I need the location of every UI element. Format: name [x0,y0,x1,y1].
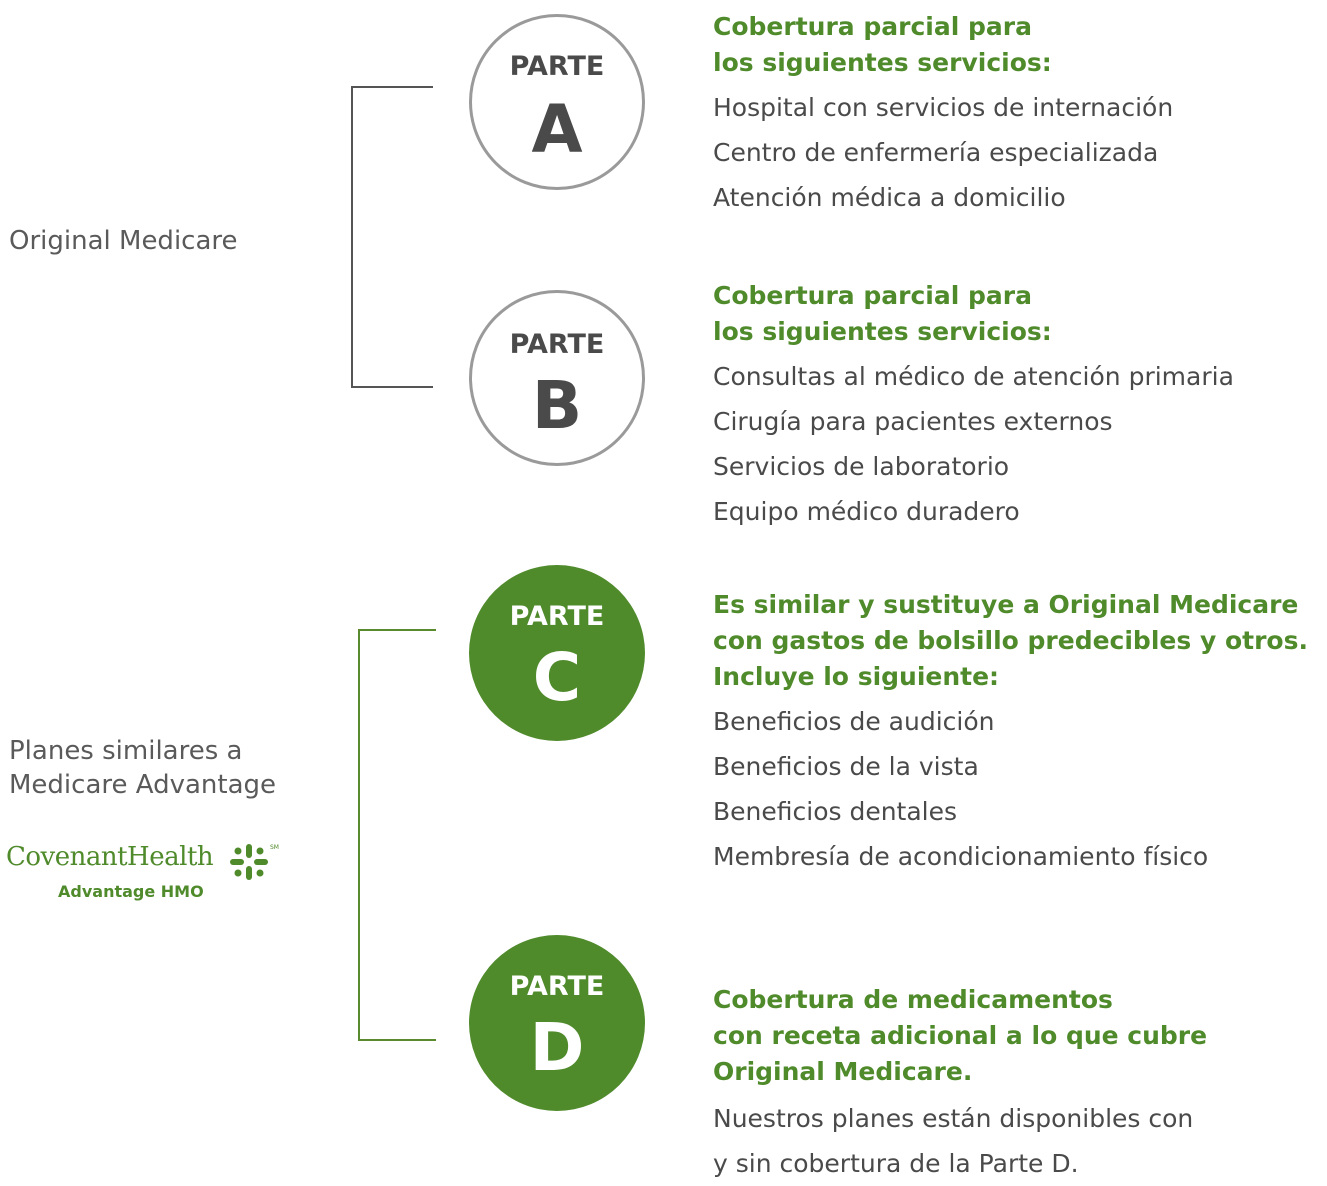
part-a-item: Hospital con servicios de internación [713,93,1174,122]
part-a-details: Cobertura parcial para los siguientes se… [713,9,1323,220]
bracket-advantage [358,629,436,1041]
bracket-original-medicare [351,86,433,388]
part-c-item: Beneficios de audición [713,707,995,736]
part-b-prefix: PARTE [509,329,605,360]
part-a-prefix: PARTE [509,51,605,82]
part-c-details: Es similar y sustituye a Original Medica… [713,587,1323,879]
service-mark: SM [270,844,279,851]
part-b-item: Cirugía para pacientes externos [713,407,1113,436]
part-d-prefix: PARTE [509,971,605,1002]
part-a-item: Centro de enfermería especializada [713,138,1159,167]
part-a-heading-line1: Cobertura parcial para [713,12,1032,41]
part-c-item: Beneficios de la vista [713,752,979,781]
part-d-heading-line3: Original Medicare. [713,1057,973,1086]
part-d-item: y sin cobertura de la Parte D. [713,1149,1079,1178]
part-b-item: Consultas al médico de atención primaria [713,362,1234,391]
cross-flower-icon: SM [230,844,279,880]
part-c-prefix: PARTE [509,601,605,632]
part-d-heading-line1: Cobertura de medicamentos [713,985,1113,1014]
part-d-item: Nuestros planes están disponibles con [713,1104,1194,1133]
part-d-circle: PARTE D [469,935,645,1111]
part-c-letter: C [532,639,582,716]
part-b-item: Equipo médico duradero [713,497,1020,526]
part-c-item: Membresía de acondicionamiento físico [713,842,1209,871]
covenant-health-logo: CovenantHealth SM Advantage HMO [6,838,279,908]
part-c-heading-line1: Es similar y sustituye a Original Medica… [713,590,1299,619]
group-label-advantage: Planes similares a Medicare Advantage [9,734,276,802]
group-label-advantage-line1: Planes similares a [9,736,243,766]
part-a-circle: PARTE A [469,14,645,190]
part-c-heading-line2: con gastos de bolsillo predecibles y otr… [713,626,1308,655]
part-b-details: Cobertura parcial para los siguientes se… [713,278,1323,534]
group-label-advantage-line2: Medicare Advantage [9,770,277,800]
group-label-original-medicare: Original Medicare [9,226,238,256]
part-d-letter: D [529,1009,585,1086]
part-a-letter: A [531,91,583,168]
logo-brand-text: CovenantHealth [6,842,214,872]
part-a-heading-line2: los siguientes servicios: [713,48,1052,77]
part-c-heading-line3: Incluye lo siguiente: [713,662,1000,691]
part-b-item: Servicios de laboratorio [713,452,1010,481]
part-d-details: Cobertura de medicamentos con receta adi… [713,982,1323,1186]
part-c-circle: PARTE C [469,565,645,741]
part-a-item: Atención médica a domicilio [713,183,1066,212]
part-d-heading-line2: con receta adicional a lo que cubre [713,1021,1208,1050]
part-b-circle: PARTE B [469,290,645,466]
part-b-heading-line2: los siguientes servicios: [713,317,1052,346]
logo-subtitle: Advantage HMO [58,882,204,901]
part-c-item: Beneficios dentales [713,797,958,826]
part-b-heading-line1: Cobertura parcial para [713,281,1032,310]
part-b-letter: B [531,367,583,444]
